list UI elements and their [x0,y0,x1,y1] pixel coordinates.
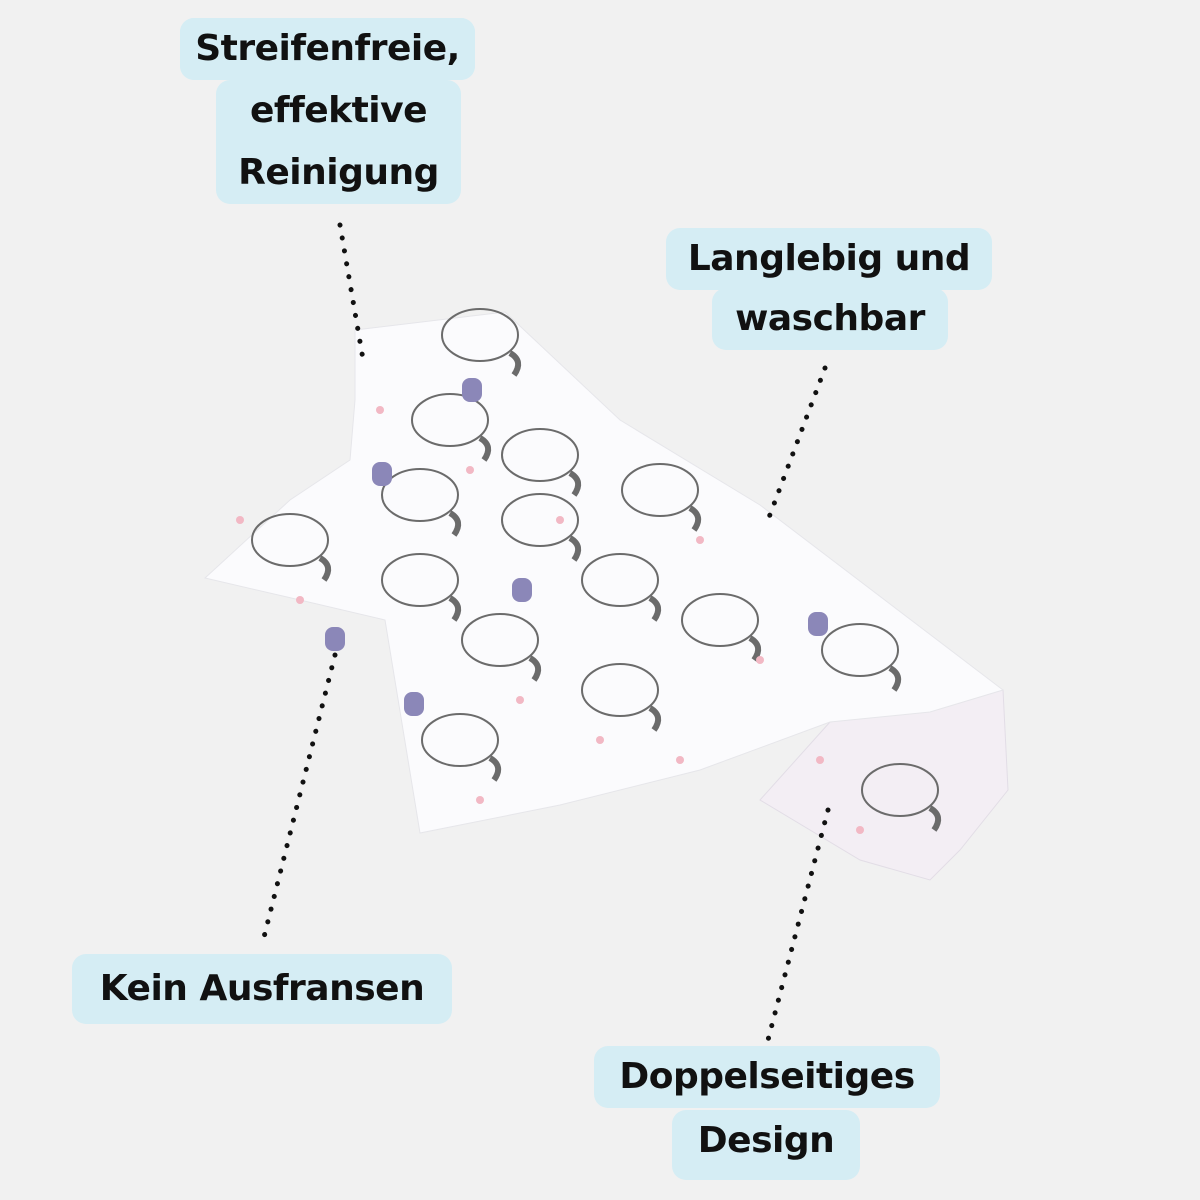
paw-print [816,756,824,764]
cat-tail [928,805,942,832]
callout-line: Streifenfreie, [195,28,460,69]
cat-print [821,623,899,677]
callout-no-fraying: Kein Ausfransen [72,954,452,1024]
paw-print [676,756,684,764]
speech-bubble-print [325,627,345,651]
connector-lines [259,222,831,1043]
speech-bubble-print [404,692,424,716]
cat-print [411,393,489,447]
callout-durable-body: waschbar [712,288,948,350]
speech-bubble-print [512,578,532,602]
cat-tail [528,655,542,682]
cat-print [461,613,539,667]
paw-print [516,696,524,704]
cat-print [381,553,459,607]
cat-print [501,428,579,482]
paw-print [466,466,474,474]
cat-tail [568,535,582,562]
cat-print [501,493,579,547]
cat-tail [648,595,662,622]
cleaning-cloth-image [203,308,1009,881]
paw-print [756,656,764,664]
callout-streak-free-body: effektive Reinigung [216,80,461,204]
callout-double-sided: Doppelseitiges [594,1046,940,1108]
speech-bubble-print [808,612,828,636]
callout-line: waschbar [735,298,925,339]
callout-line: Reinigung [238,152,439,193]
cat-print [581,553,659,607]
paw-print [236,516,244,524]
callout-streak-free: Streifenfreie, [180,18,475,80]
cat-tail [488,755,502,782]
cat-tail [478,435,492,462]
connector-durable [765,365,828,523]
connector-double-sided [765,807,831,1043]
cat-print [421,713,499,767]
cat-tail [888,665,902,692]
callout-line: Doppelseitiges [619,1056,915,1097]
speech-bubble-print [462,378,482,402]
callout-double-sided-body: Design [672,1110,860,1180]
cat-print [581,663,659,717]
paw-print [296,596,304,604]
callout-line: effektive [249,90,428,131]
cat-print [621,463,699,517]
paw-print [476,796,484,804]
cat-print [381,468,459,522]
cat-print [861,763,939,817]
cat-tail [648,705,662,732]
paw-print [596,736,604,744]
callout-line: Design [697,1120,835,1161]
paw-print [556,516,564,524]
cat-tail [688,505,702,532]
connector-streak-free [337,222,367,368]
cat-tail [508,350,522,377]
cat-print [251,513,329,567]
cat-print [681,593,759,647]
cat-tail [448,510,462,537]
callout-line: Langlebig und [687,238,971,279]
cloth-back-flap [759,689,1009,881]
paw-print [696,536,704,544]
cat-print [441,308,519,362]
cat-tail [448,595,462,622]
paw-print [376,406,384,414]
speech-bubble-print [372,462,392,486]
cat-tail [748,635,762,662]
cat-tail [318,555,332,582]
callout-durable: Langlebig und [666,228,992,290]
callout-line: Kein Ausfransen [99,968,425,1009]
paw-print [856,826,864,834]
connector-no-fraying [259,652,338,948]
cat-tail [568,470,582,497]
